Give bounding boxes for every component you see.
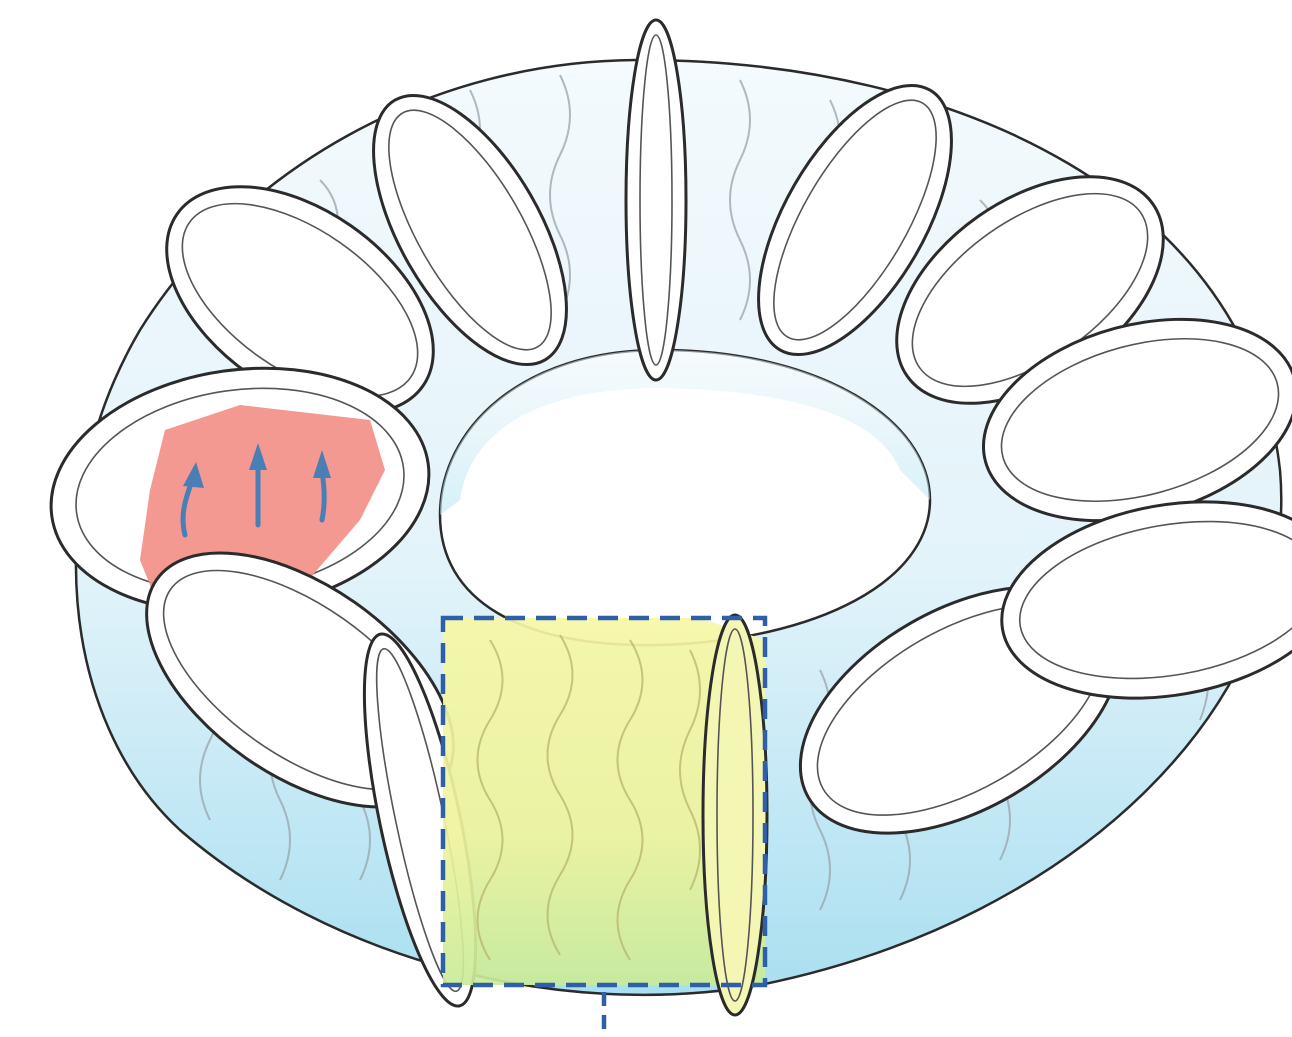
coil [626,20,686,380]
coil [703,615,767,1015]
highlighted-sector [443,615,767,1015]
